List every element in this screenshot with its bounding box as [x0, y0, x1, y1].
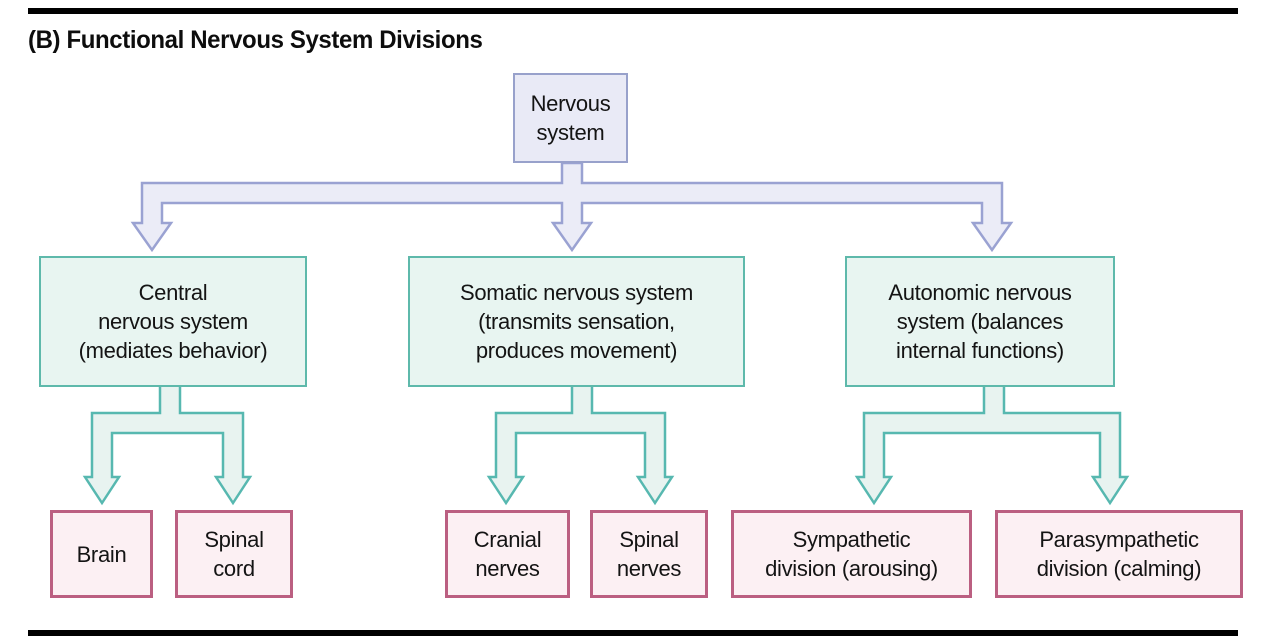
- node-somatic-nervous-system: Somatic nervous system (transmits sensat…: [408, 256, 745, 387]
- central-fork-arrow: [82, 383, 253, 506]
- node-parasympathetic-division: Parasympathetic division (calming): [995, 510, 1243, 598]
- node-autonomic-nervous-system: Autonomic nervous system (balances inter…: [845, 256, 1115, 387]
- node-nervous-system: Nervous system: [513, 73, 628, 163]
- node-spinal-nerves: Spinal nerves: [590, 510, 708, 598]
- node-cranial-nerves: Cranial nerves: [445, 510, 570, 598]
- node-sympathetic-division: Sympathetic division (arousing): [731, 510, 972, 598]
- bottom-rule-bar: [28, 630, 1238, 636]
- node-brain: Brain: [50, 510, 153, 598]
- node-spinal-cord: Spinal cord: [175, 510, 293, 598]
- somatic-fork-arrow: [486, 383, 675, 506]
- top-rule-bar: [28, 8, 1238, 14]
- root-branch-arrow: [130, 161, 1014, 253]
- figure-title: (B) Functional Nervous System Divisions: [28, 26, 483, 54]
- autonomic-fork-arrow: [854, 383, 1130, 506]
- node-central-nervous-system: Central nervous system (mediates behavio…: [39, 256, 307, 387]
